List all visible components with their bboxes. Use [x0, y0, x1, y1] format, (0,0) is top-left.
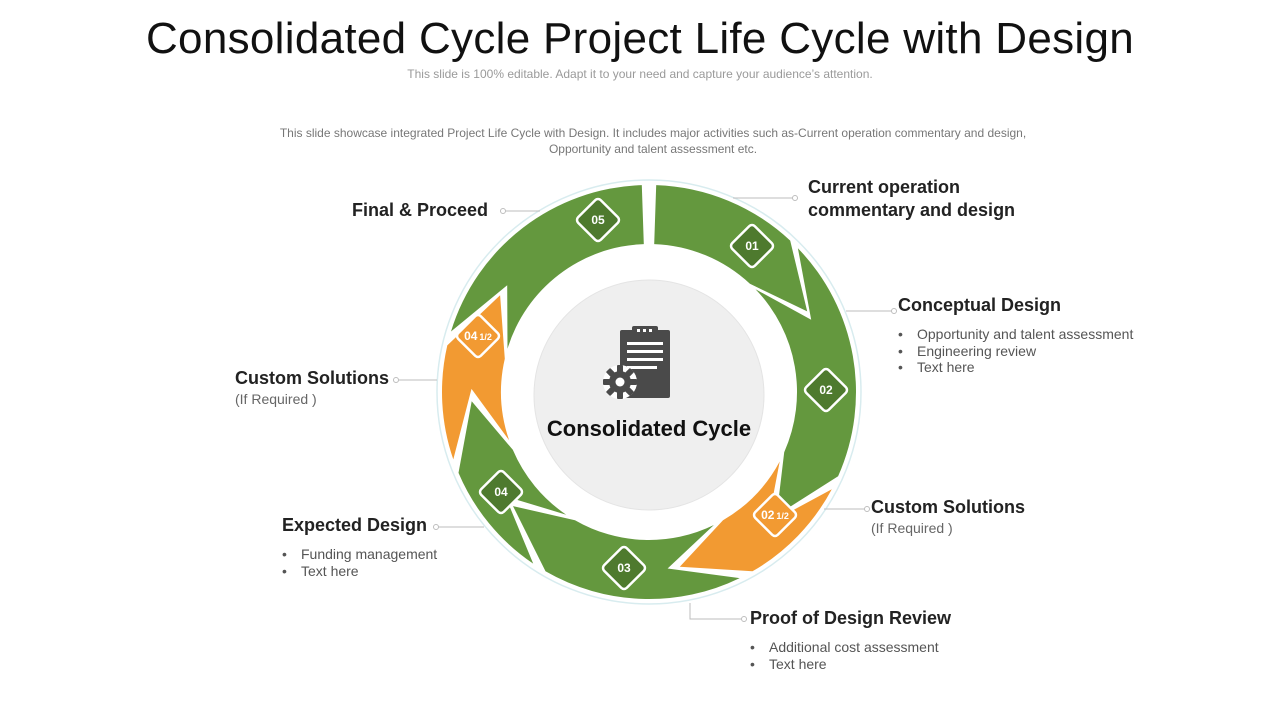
connector-lines [393, 195, 897, 622]
badge-number: 05 [591, 213, 605, 227]
badge-diamond [601, 545, 647, 591]
badge-diamond [803, 367, 849, 413]
step-02-half-label: Custom Solutions (If Required ) [871, 496, 1025, 537]
step-04-title: Expected Design [282, 515, 428, 535]
connector-dot [741, 616, 747, 622]
bullet-item: Funding management [282, 546, 437, 563]
step-01-label: Current operation commentary and design [808, 176, 1015, 222]
step-03-label: Proof of Design Review Additional cost a… [750, 607, 951, 672]
step-badge-03: 03 [601, 545, 647, 591]
badge-number: 04 [494, 485, 508, 499]
badge-number: 01 [745, 239, 759, 253]
step-03-title: Proof of Design Review [750, 608, 952, 628]
connector-line-4 [689, 603, 742, 620]
connector-dot [393, 377, 399, 383]
step-04-half-title: Custom Solutions [235, 368, 389, 388]
step-04-bullets: Funding management Text here [282, 546, 437, 579]
step-03-bullets: Additional cost assessment Text here [750, 639, 951, 672]
slide-subtitle: This slide is 100% editable. Adapt it to… [407, 67, 873, 81]
cycle-segment-2 [755, 248, 856, 516]
badge-number: 02 [819, 383, 833, 397]
badge-fraction: 1/2 [479, 332, 492, 342]
badge-diamond [729, 223, 775, 269]
center-title: Consolidated Cycle [546, 416, 752, 441]
step-02-title: Conceptual Design [898, 295, 1062, 315]
outer-ring [436, 179, 862, 605]
step-02-half-title: Custom Solutions [871, 497, 1025, 517]
step-badge-04: 04 [478, 469, 524, 515]
step-badge-02: 02 [803, 367, 849, 413]
badge-diamond [752, 492, 798, 538]
slide-title: Consolidated Cycle Project Life Cycle wi… [145, 14, 1135, 63]
step-02-half-subtitle: (If Required ) [871, 520, 953, 536]
badge-number: 03 [617, 561, 631, 575]
badge-diamond [478, 469, 524, 515]
bullet-item: Engineering review [898, 343, 1133, 360]
step-02-bullets: Opportunity and talent assessment Engine… [898, 326, 1133, 376]
bullet-item: Additional cost assessment [750, 639, 951, 656]
connector-dot [864, 506, 870, 512]
bullet-item: Text here [750, 656, 951, 673]
step-badge-05: 05 [575, 197, 621, 243]
step-01-title-line2: commentary and design [808, 200, 1016, 220]
bullet-item: Text here [898, 359, 1133, 376]
slide-description: This slide showcase integrated Project L… [279, 126, 1027, 156]
bullet-item: Text here [282, 563, 437, 580]
badge-diamond [575, 197, 621, 243]
step-04-half-subtitle: (If Required ) [235, 391, 317, 407]
connector-dot [792, 195, 798, 201]
connector-dot [500, 208, 506, 214]
badge-fraction: 1/2 [776, 511, 789, 521]
step-01-title-line1: Current operation [808, 177, 961, 197]
step-04-half-label: Custom Solutions (If Required ) [235, 367, 389, 408]
clipboard-gear-icon [603, 326, 670, 399]
step-02-label: Conceptual Design Opportunity and talent… [898, 294, 1133, 376]
badge-diamond [455, 313, 501, 359]
connector-dot [891, 308, 897, 314]
bullet-item: Opportunity and talent assessment [898, 326, 1133, 343]
step-05-title: Final & Proceed [352, 200, 489, 220]
step-05-label: Final & Proceed [352, 199, 488, 222]
step-04-label: Expected Design Funding management Text … [282, 514, 437, 579]
connector-dot [433, 524, 439, 530]
step-badge-01: 01 [729, 223, 775, 269]
